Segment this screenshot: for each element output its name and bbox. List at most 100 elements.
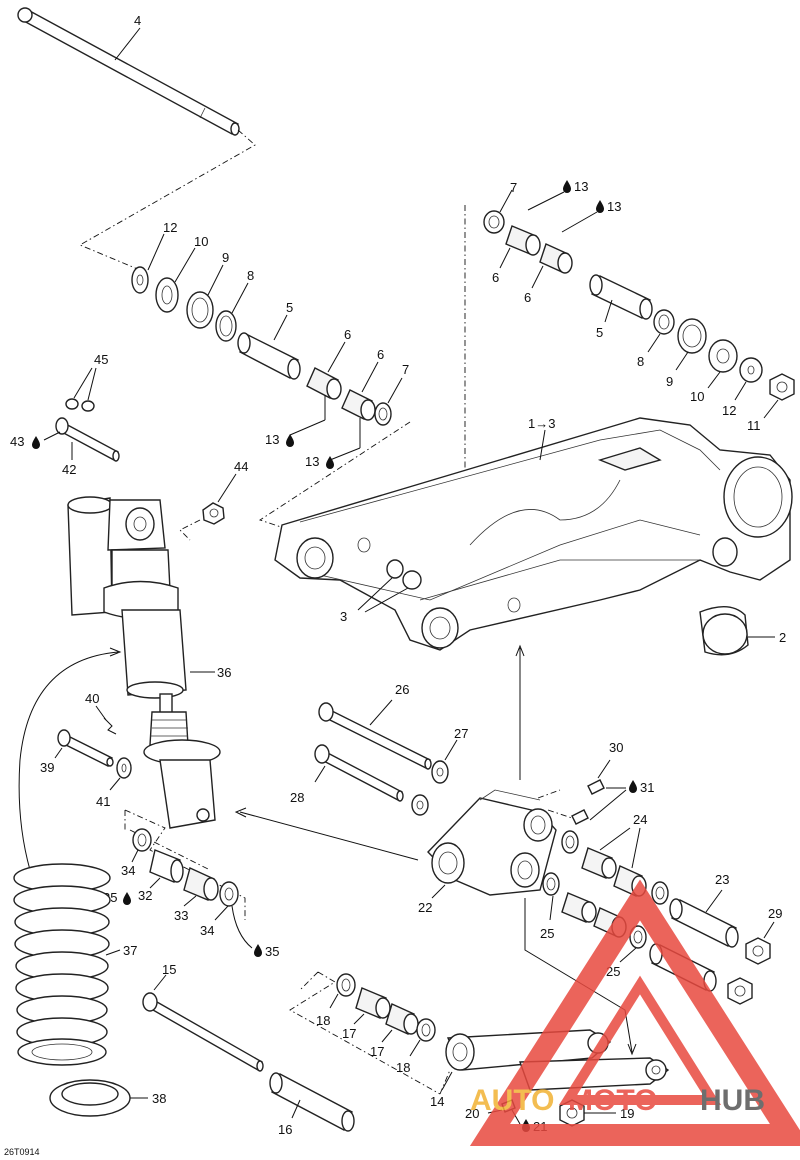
part-22-link — [427, 789, 557, 896]
callout-45: 45 — [94, 352, 108, 367]
callout-3: 3 — [340, 609, 347, 624]
part-15-bolt — [142, 992, 264, 1072]
part-9-seal-left — [186, 291, 214, 329]
part-6-bearing-right-b — [539, 243, 573, 274]
part-26-bolt — [318, 702, 432, 770]
part-18-ring-b — [416, 1018, 436, 1042]
part-25-ring-b — [629, 925, 647, 949]
callout-7-right: 7 — [510, 180, 517, 195]
callout-13-left-b: 13 — [305, 454, 319, 469]
part-11-nut-right — [769, 373, 795, 401]
callout-1-to-3: 1→3 — [528, 416, 555, 431]
part-36-shock-absorber — [67, 496, 221, 829]
callout-14: 14 — [430, 1094, 444, 1109]
callout-6-left-b: 6 — [377, 347, 384, 362]
callout-12-left: 12 — [163, 220, 177, 235]
callout-5-left: 5 — [286, 300, 293, 315]
callout-37: 37 — [123, 943, 137, 958]
part-27-washer — [431, 760, 449, 784]
part-29-nuts — [727, 937, 771, 1005]
part-17-bearing-a — [355, 987, 391, 1019]
part-39-bolt — [57, 729, 114, 767]
callout-34-lower: 34 — [200, 923, 214, 938]
part-10-spacer-right — [708, 339, 738, 373]
part-24-ring-a — [561, 830, 579, 854]
callout-9-right: 9 — [666, 374, 673, 389]
callout-5-right: 5 — [596, 325, 603, 340]
part-32-sleeve — [149, 849, 184, 883]
callout-10-left: 10 — [194, 234, 208, 249]
part-10-spacer-left — [155, 277, 179, 313]
watermark-text-hub: HUB — [700, 1084, 765, 1117]
callout-39: 39 — [40, 760, 54, 775]
callout-9-left: 9 — [222, 250, 229, 265]
callout-36: 36 — [217, 665, 231, 680]
part-14-linkage-rods — [445, 1029, 670, 1091]
callout-17-b: 17 — [370, 1044, 384, 1059]
callout-44: 44 — [234, 459, 248, 474]
part-34-ring-lower — [219, 881, 239, 907]
callout-17-a: 17 — [342, 1026, 356, 1041]
part-4-shaft — [17, 7, 240, 136]
part-7-ring-left — [374, 402, 392, 426]
automotohub-watermark: AUTO MOTO HUB — [469, 879, 800, 1146]
callout-7-left: 7 — [402, 362, 409, 377]
callout-29: 29 — [768, 906, 782, 921]
callout-8-right: 8 — [637, 354, 644, 369]
part-28-bolt — [314, 744, 404, 802]
part-9-seal-right — [677, 318, 707, 354]
part-24-bearing-a — [581, 847, 617, 879]
callout-43: 43 — [10, 434, 24, 449]
part-16-sleeve — [269, 1072, 355, 1132]
callout-16: 16 — [278, 1122, 292, 1137]
callout-15: 15 — [162, 962, 176, 977]
callout-12-right: 12 — [722, 403, 736, 418]
part-24-ring-b — [651, 881, 669, 905]
part-2-cap — [699, 606, 749, 656]
figure-code: 26T0914 — [4, 1147, 40, 1157]
callout-32: 32 — [138, 888, 152, 903]
callout-18-a: 18 — [316, 1013, 330, 1028]
part-6-bearing-left-a — [306, 367, 342, 400]
callout-25-left: 25 — [540, 926, 554, 941]
callout-4: 4 — [134, 13, 141, 28]
callout-6-right-a: 6 — [492, 270, 499, 285]
part-42-bolt — [55, 417, 120, 462]
part-18-ring-a — [336, 973, 356, 997]
part-40-clip — [103, 717, 117, 735]
callout-23: 23 — [715, 872, 729, 887]
part-34-ring-upper — [132, 828, 152, 852]
part-30-fitting — [571, 779, 605, 825]
callout-19: 19 — [620, 1106, 634, 1121]
part-17-bearing-b — [385, 1003, 419, 1035]
part-25-ring-a — [542, 872, 560, 896]
callout-26: 26 — [395, 682, 409, 697]
part-7-ring-right — [483, 210, 505, 234]
callout-6-left-a: 6 — [344, 327, 351, 342]
callout-24: 24 — [633, 812, 647, 827]
part-8-ring-left — [215, 310, 237, 342]
watermark-text-moto: MOTO — [568, 1084, 657, 1117]
callout-31: 31 — [640, 780, 654, 795]
callout-34-upper: 34 — [121, 863, 135, 878]
callout-8-left: 8 — [247, 268, 254, 283]
callout-20: 20 — [465, 1106, 479, 1121]
callout-27: 27 — [454, 726, 468, 741]
callout-42: 42 — [62, 462, 76, 477]
callout-13-right-b: 13 — [607, 199, 621, 214]
part-37-coil-spring — [13, 863, 111, 1066]
watermark-text-auto: AUTO — [470, 1084, 554, 1117]
callout-22: 22 — [418, 900, 432, 915]
callout-35-right: 35 — [265, 944, 279, 959]
part-6-bearing-left-b — [341, 389, 376, 421]
callout-40: 40 — [85, 691, 99, 706]
callout-18-b: 18 — [396, 1060, 410, 1075]
callout-13-right-a: 13 — [574, 179, 588, 194]
callout-28: 28 — [290, 790, 304, 805]
callout-41: 41 — [96, 794, 110, 809]
callout-38: 38 — [152, 1091, 166, 1106]
part-44-nut — [202, 502, 225, 525]
callout-33: 33 — [174, 908, 188, 923]
part-3-bushings — [386, 559, 422, 590]
